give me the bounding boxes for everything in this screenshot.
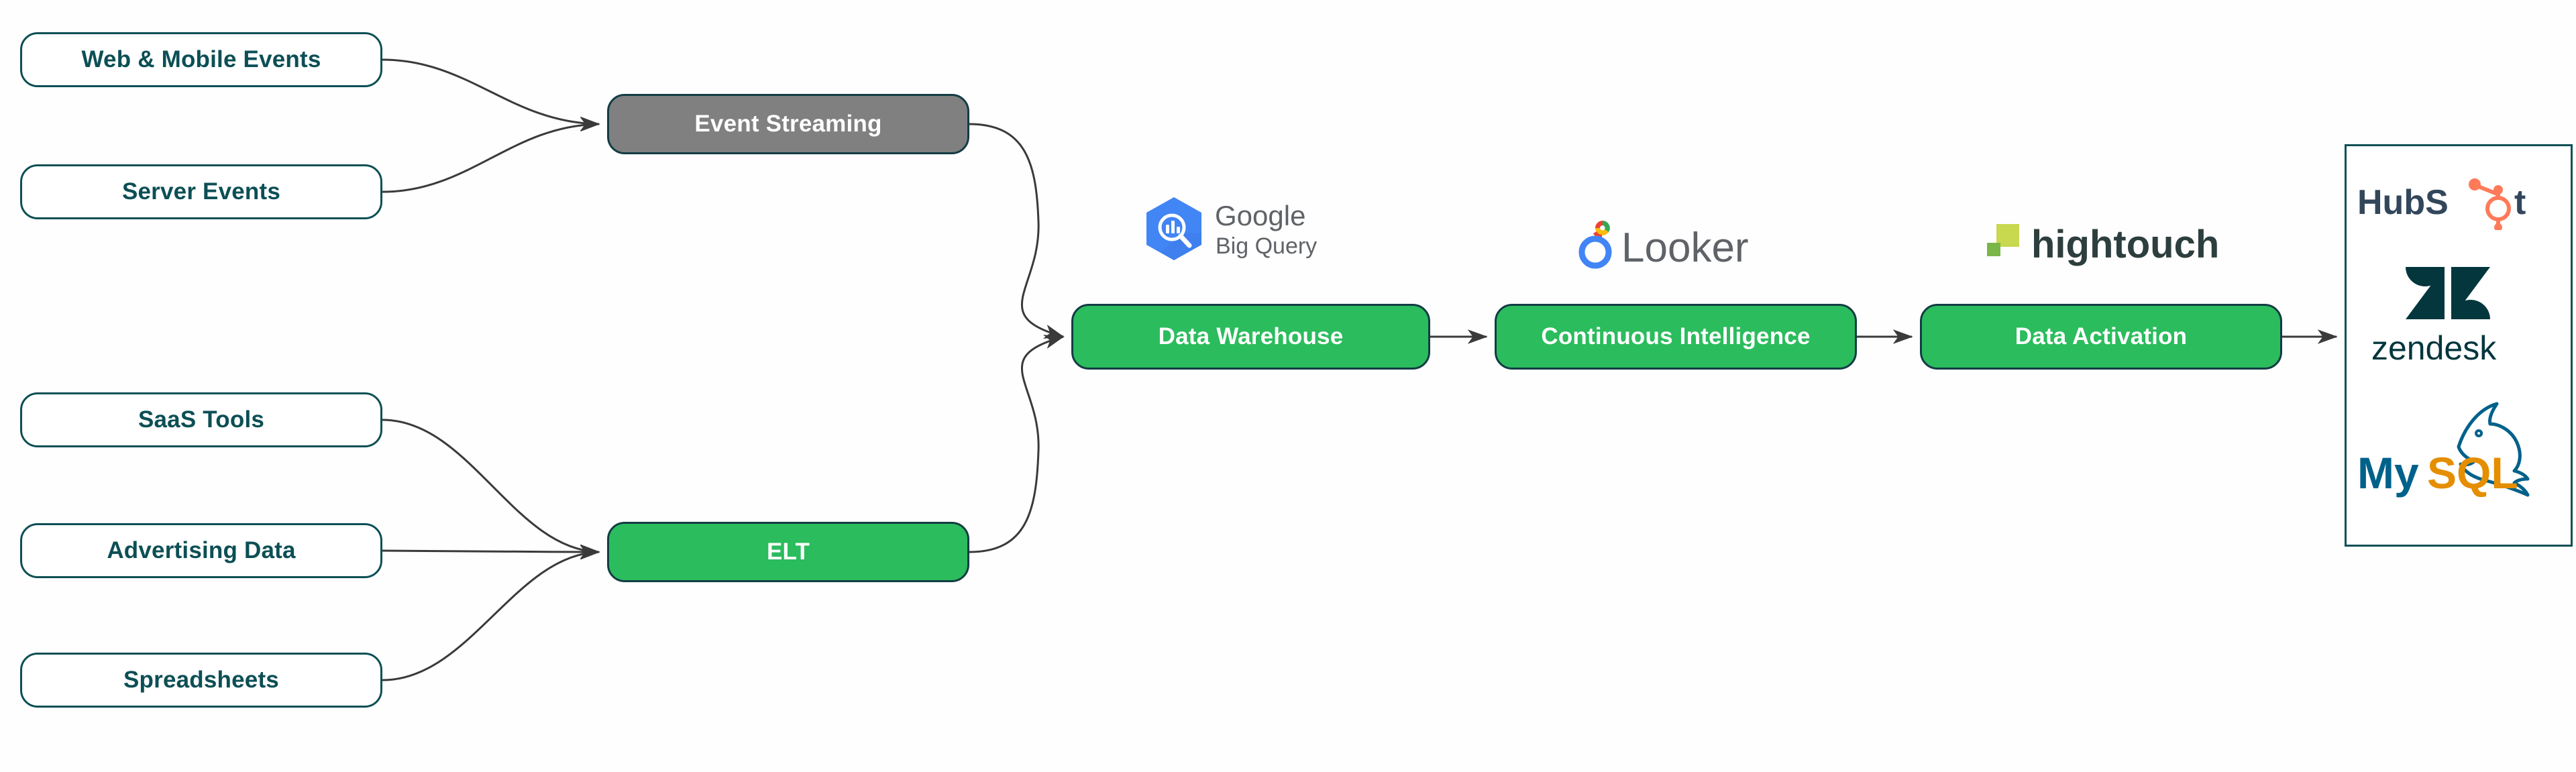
zendesk-mark-icon (2406, 267, 2490, 319)
process-node-continuous-intelligence[interactable]: Continuous Intelligence (1495, 304, 1857, 370)
bigquery-wordmark-bigquery: Big Query (1216, 233, 1317, 259)
source-label: SaaS Tools (138, 406, 265, 433)
process-node-data-activation[interactable]: Data Activation (1920, 304, 2282, 370)
hightouch-logo: hightouch (1979, 215, 2247, 275)
hubspot-wordmark-main: HubS (2357, 183, 2449, 222)
source-node-advertising-data[interactable]: Advertising Data (20, 523, 382, 578)
looker-wordmark: Looker (1621, 225, 1749, 271)
process-label: Event Streaming (694, 111, 882, 137)
source-node-server-events[interactable]: Server Events (20, 164, 382, 219)
edge-elt-to-warehouse (969, 335, 1065, 553)
edge-spreadsheets-to-elt (382, 545, 600, 681)
mysql-dolphin-icon (2457, 402, 2530, 497)
edge-advertising-to-elt (382, 545, 600, 559)
source-label: Advertising Data (107, 537, 296, 563)
mysql-logo: My SQL (2347, 394, 2575, 502)
hubspot-wordmark-tail: t (2514, 183, 2526, 222)
bigquery-wordmark-google: Google (1215, 200, 1305, 231)
process-label: Data Activation (2015, 323, 2188, 349)
source-label: Server Events (121, 178, 281, 205)
edge-saas-to-elt (382, 419, 600, 559)
bigquery-hexagon-icon (1146, 197, 1201, 260)
source-label: Web & Mobile Events (81, 46, 321, 72)
looker-mark-icon (1578, 221, 1612, 269)
hightouch-wordmark: hightouch (2031, 223, 2219, 266)
source-node-spreadsheets[interactable]: Spreadsheets (20, 653, 382, 708)
hightouch-mark-icon (1987, 224, 2019, 256)
hubspot-logo: HubS t (2345, 176, 2573, 230)
process-node-elt[interactable]: ELT (607, 522, 969, 582)
looker-logo: Looker (1573, 213, 1768, 272)
edge-server-to-streaming (382, 117, 600, 193)
process-label: ELT (766, 539, 810, 565)
edge-streaming-to-warehouse (969, 123, 1065, 339)
process-label: Data Warehouse (1158, 323, 1344, 349)
mysql-wordmark-my: My (2357, 448, 2419, 498)
zendesk-logo: zendesk (2347, 254, 2575, 374)
mysql-wordmark-sql: SQL (2427, 448, 2518, 498)
source-label: Spreadsheets (123, 667, 279, 693)
source-node-saas-tools[interactable]: SaaS Tools (20, 392, 382, 447)
process-label: Continuous Intelligence (1541, 323, 1811, 349)
hubspot-sprocket-icon (2469, 178, 2511, 230)
zendesk-wordmark: zendesk (2371, 329, 2497, 367)
destinations-panel: HubS t (2345, 144, 2573, 547)
process-node-data-warehouse[interactable]: Data Warehouse (1071, 304, 1430, 370)
google-bigquery-logo: Google Big Query (1137, 193, 1352, 267)
source-node-web-mobile-events[interactable]: Web & Mobile Events (20, 32, 382, 87)
process-node-event-streaming[interactable]: Event Streaming (607, 94, 969, 154)
edge-web-to-streaming (382, 58, 600, 131)
